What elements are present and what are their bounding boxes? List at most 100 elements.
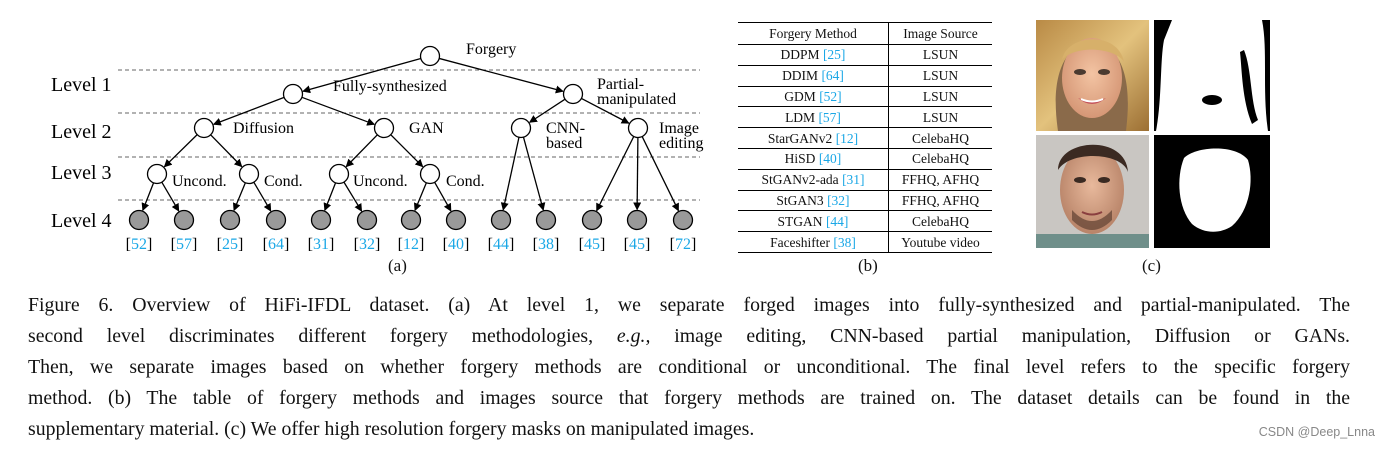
source-cell: CelebaHQ — [888, 127, 992, 149]
leaf-node — [265, 209, 287, 231]
tree-edge — [301, 96, 376, 126]
partial-manipulated-label-line1: Partial- — [597, 76, 644, 93]
table-row: StGAN3 [32]FFHQ, AFHQ — [738, 190, 992, 212]
uncond-label-diffusion: Uncond. — [172, 173, 227, 190]
leaf-node — [128, 209, 150, 231]
leaf-node — [535, 209, 557, 231]
forgery-mask-man — [1154, 135, 1270, 248]
leaf-edge — [633, 137, 642, 211]
cond-label-gan: Cond. — [446, 173, 485, 190]
cond-label-diffusion: Cond. — [264, 173, 303, 190]
method-cell: Faceshifter [38] — [738, 231, 889, 253]
source-cell: Youtube video — [888, 231, 992, 253]
table-row: GDM [52]LSUN — [738, 86, 992, 108]
watermark: CSDN @Deep_Lnna — [1258, 425, 1375, 439]
leaf-node — [581, 209, 603, 231]
source-cell: LSUN — [888, 44, 992, 66]
tree-edge — [528, 98, 566, 123]
leaf-reference: [38] — [533, 236, 560, 253]
image-editing-label-line2: editing — [659, 135, 703, 152]
leaf-reference: [32] — [354, 236, 381, 253]
method-citation: [31] — [842, 172, 865, 188]
leaf-node — [490, 209, 512, 231]
tree-edge — [581, 97, 630, 124]
leaf-edge — [232, 182, 246, 212]
tree-node — [627, 117, 649, 139]
leaf-node — [672, 209, 694, 231]
leaf-reference: [72] — [670, 236, 697, 253]
table-row: Faceshifter [38]Youtube video — [738, 231, 992, 253]
tree-edges — [141, 57, 679, 212]
leaf-node — [310, 209, 332, 231]
table-row: STGAN [44]CelebaHQ — [738, 210, 992, 233]
panel-a-label: (a) — [388, 256, 407, 275]
leaf-edge — [323, 182, 337, 212]
leaf-reference: [57] — [171, 236, 198, 253]
tree-edge — [439, 57, 564, 94]
tree-diagram: Level 1 Level 2 Level 3 Level 4 Forgery … — [51, 41, 703, 253]
tree-edge — [212, 96, 285, 126]
face-image-woman — [1036, 20, 1149, 131]
leaf-node — [356, 209, 378, 231]
source-cell: CelebaHQ — [888, 148, 992, 170]
table-row: StGANv2-ada [31]FFHQ, AFHQ — [738, 169, 992, 191]
leaf-reference: [25] — [217, 236, 244, 253]
table-row: LDM [57]LSUN — [738, 106, 992, 129]
method-cell: GDM [52] — [738, 86, 889, 108]
leaf-edge — [434, 181, 452, 212]
leaf-reference: [52] — [126, 236, 153, 253]
table-row: StarGANv2 [12]CelebaHQ — [738, 127, 992, 149]
method-cell: LDM [57] — [738, 106, 889, 129]
leaf-node — [173, 209, 195, 231]
column-header-forgery-method: Forgery Method — [738, 22, 889, 45]
source-cell: LSUN — [888, 106, 992, 129]
caption-line-2: second level discriminates different for… — [28, 325, 1350, 347]
source-cell: FFHQ, AFHQ — [888, 169, 992, 191]
tree-node — [419, 45, 441, 67]
tree-node — [282, 83, 304, 105]
source-cell: LSUN — [888, 86, 992, 108]
tree-edge — [210, 134, 243, 168]
leaf-edge — [343, 181, 363, 212]
cnn-based-label-line1: CNN- — [546, 120, 585, 137]
tree-edge — [163, 134, 198, 168]
tree-node — [562, 83, 584, 105]
method-citation: [64] — [821, 68, 844, 84]
panel-a-tree: Level 1 Level 2 Level 3 Level 4 Forgery … — [0, 0, 720, 280]
leaf-node — [626, 209, 648, 231]
panel-b-label: (b) — [858, 256, 878, 275]
caption-line-3: Then, we separate images based on whethe… — [28, 356, 1350, 378]
fully-synthesized-label: Fully-synthesized — [333, 78, 447, 95]
tree-node — [328, 163, 350, 185]
face-and-mask-grid — [1036, 20, 1270, 248]
caption-line-1: Figure 6. Overview of HiFi-IFDL dataset.… — [28, 294, 1350, 316]
method-citation: [40] — [818, 151, 842, 167]
leaf-reference: [45] — [624, 236, 651, 253]
tree-node — [510, 117, 532, 139]
leaf-edge — [253, 181, 272, 212]
method-cell: StarGANv2 [12] — [738, 127, 889, 149]
forgery-methods-table: Forgery Method Image Source DDPM [25]LSU… — [738, 22, 992, 253]
method-cell: DDIM [64] — [738, 65, 889, 87]
source-cell: FFHQ, AFHQ — [888, 190, 992, 212]
tree-node — [193, 117, 215, 139]
method-cell: DDPM [25] — [738, 44, 889, 66]
tree-node — [238, 163, 260, 185]
method-cell: StGANv2-ada [31] — [738, 169, 889, 191]
leaf-node — [445, 209, 467, 231]
leaf-reference: [12] — [398, 236, 425, 253]
tree-edge — [390, 134, 424, 168]
tree-edge — [302, 57, 422, 94]
leaf-reference: [44] — [488, 236, 515, 253]
root-label: Forgery — [466, 41, 516, 58]
partial-manipulated-label-line2: manipulated — [597, 91, 676, 108]
gan-label: GAN — [409, 120, 444, 137]
leaf-references: [52][57][25][64][31][32][12][40][44][38]… — [126, 236, 697, 253]
column-header-image-source: Image Source — [888, 22, 992, 45]
table-header-row: Forgery Method Image Source — [738, 22, 992, 45]
level-4-label: Level 4 — [51, 210, 112, 232]
leaf-edge — [596, 136, 635, 212]
tree-node — [146, 163, 168, 185]
forgery-mask-woman — [1154, 20, 1270, 131]
